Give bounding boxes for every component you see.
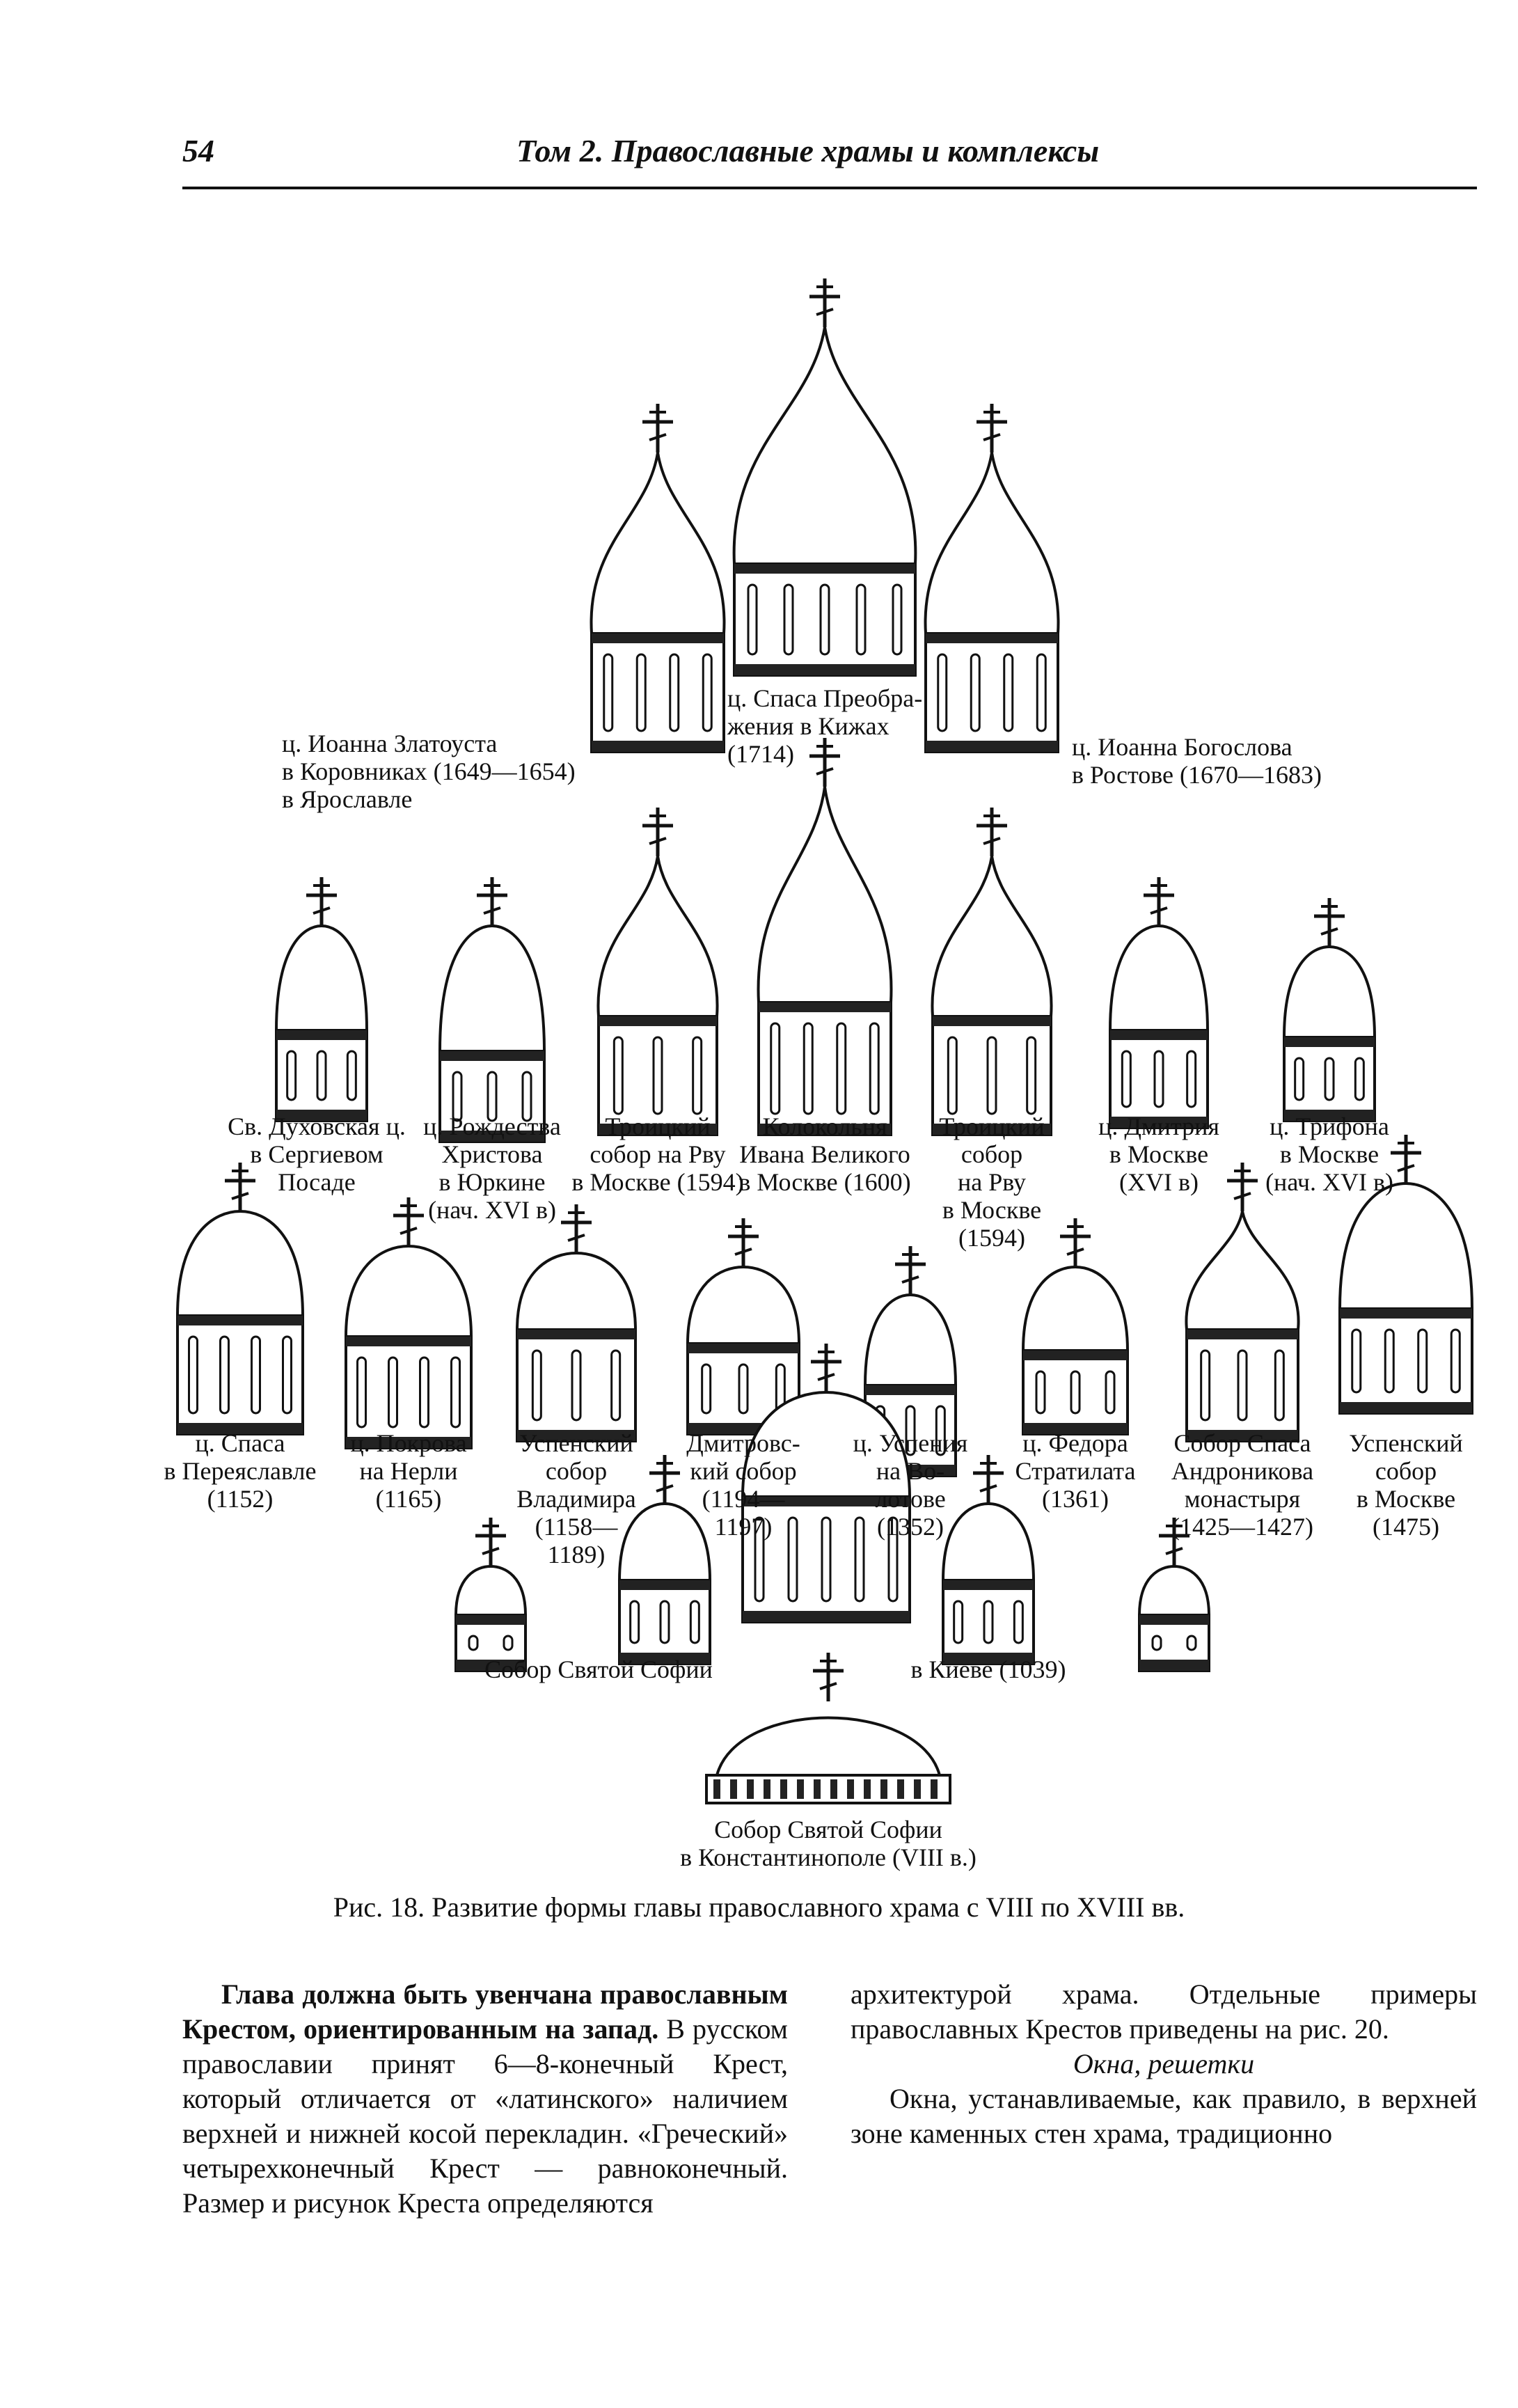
running-title: Том 2. Православные храмы и комплексы: [516, 133, 1100, 168]
spas_per-cross-icon: [225, 1163, 255, 1211]
andronikov-dome: [1185, 1163, 1300, 1442]
dmitry-cross-icon: [1144, 877, 1174, 926]
andronikov-cross-icon: [1227, 1163, 1258, 1211]
dmitry-dome: [1108, 877, 1210, 1129]
bogoslov-dome: [924, 404, 1060, 753]
yurkino-dome: [438, 877, 546, 1143]
uspensky_msk-dome: [1338, 1135, 1474, 1415]
kizhi-label: ц. Спаса Преобра-жения в Кижах(1714): [727, 684, 922, 768]
kiev_rr-dome: [1137, 1518, 1211, 1672]
fedor-cross-icon: [1060, 1218, 1091, 1267]
kizhi-cross-icon: [809, 278, 840, 327]
duhov-cross-icon: [306, 877, 337, 926]
troitsky1-cross-icon: [642, 808, 673, 856]
bold-lead: Глава должна быть увенчана православным …: [182, 1978, 788, 2045]
right-column: архитектурой храма. Отдельные примеры пр…: [851, 1977, 1477, 2151]
troitsky1-dome: [596, 808, 719, 1136]
left-text: В русском православии принят 6—8-конечны…: [182, 2013, 788, 2219]
kiev_ll-cross-icon: [475, 1518, 506, 1566]
page-number: 54: [182, 133, 214, 168]
sofia_kiev_right-label: в Киеве (1039): [911, 1655, 1066, 1683]
nerl-cross-icon: [393, 1197, 424, 1246]
zlatoust-dome: [590, 404, 726, 753]
fedor-dome: [1021, 1218, 1130, 1435]
volotovo-cross-icon: [895, 1246, 926, 1295]
left-paragraph: Глава должна быть увенчана православным …: [182, 1977, 788, 2221]
troitsky2-dome: [931, 808, 1053, 1136]
sofia-cpl-cross-icon: [813, 1653, 844, 1701]
zlatoust-cross-icon: [642, 404, 673, 453]
sofia_kiev_left-label: Собор Святой Софии: [484, 1655, 713, 1683]
uspensky_vlad-cross-icon: [561, 1204, 592, 1253]
dmitrov-cross-icon: [728, 1218, 759, 1267]
right-paragraph: архитектурой храма. Отдельные примеры пр…: [851, 1978, 1477, 2045]
figure-caption: Рис. 18. Развитие формы главы православн…: [333, 1891, 1185, 1923]
kiev_l-cross-icon: [649, 1455, 680, 1504]
kiev_l-dome: [617, 1455, 712, 1665]
bogoslov-cross-icon: [977, 404, 1007, 453]
kiev_c-cross-icon: [811, 1344, 841, 1392]
sofia-cpl-dome: [705, 1653, 951, 1804]
spas_per-dome: [175, 1163, 305, 1435]
dmitrov-dome: [686, 1218, 801, 1435]
kiev_r-dome: [941, 1455, 1036, 1665]
kiev_r-cross-icon: [973, 1455, 1004, 1504]
left-column: Глава должна быть увенчана православным …: [182, 1977, 788, 2221]
uspensky_msk-cross-icon: [1391, 1135, 1421, 1183]
kizhi-dome: [732, 278, 917, 677]
kiev_c-dome: [741, 1344, 912, 1623]
ivan-dome: [757, 738, 893, 1136]
duhov-dome: [274, 877, 369, 1122]
yurkino-cross-icon: [477, 877, 507, 926]
trifon-dome: [1282, 898, 1377, 1122]
trifon-cross-icon: [1314, 898, 1345, 947]
dome-drawings: [175, 278, 1474, 1804]
troitsky2-cross-icon: [977, 808, 1007, 856]
header-rule: [182, 187, 1477, 189]
nerl-dome: [344, 1197, 473, 1449]
kiev_ll-dome: [454, 1518, 528, 1672]
page-header: 54 Том 2. Православные храмы и комплексы: [182, 132, 1477, 189]
uspensky_vlad-dome: [515, 1204, 638, 1442]
ivan-cross-icon: [809, 738, 840, 787]
right-paragraph-2: Окна, устанавливаемые, как правило, в ве…: [851, 2083, 1477, 2149]
section-subheading: Окна, решетки: [1073, 2048, 1255, 2079]
dmitrov-label: Дмитровс-кий собор(1194—1197): [686, 1429, 800, 1541]
